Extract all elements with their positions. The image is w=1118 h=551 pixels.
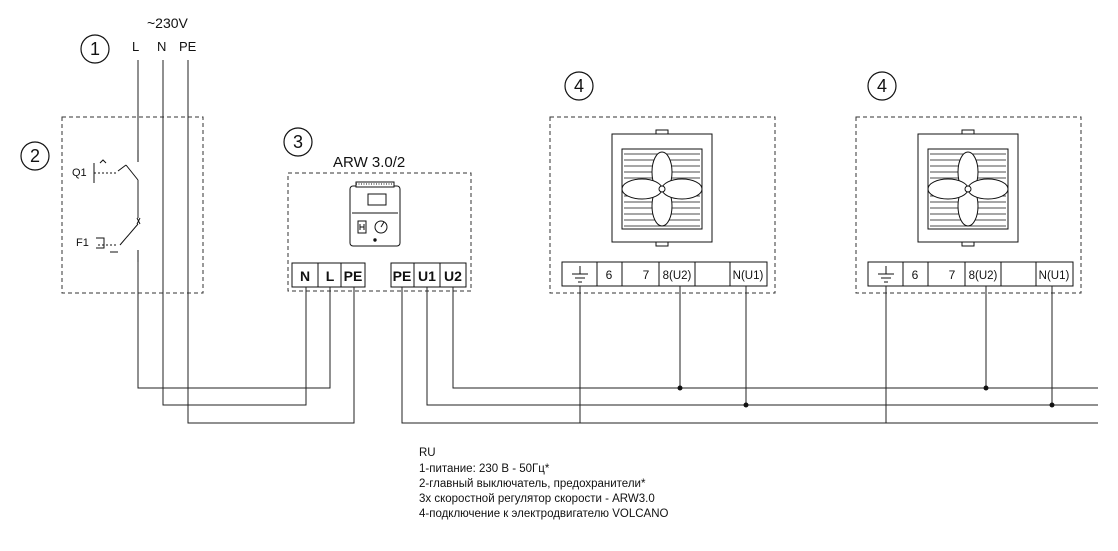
motor-unit-a: 4 6 7 8(U2) N(U1) <box>549 71 776 294</box>
ground-icon <box>572 266 588 283</box>
fuse-symbol <box>96 217 141 262</box>
motor-terminal-8-u2: 8(U2) <box>663 270 692 282</box>
motor-terminal-8-u2: 8(U2) <box>969 270 998 282</box>
fan-heater-icon <box>917 129 1019 247</box>
terminal-l: L <box>326 268 335 284</box>
wire-pe <box>187 60 355 424</box>
switch-q1-label: Q1 <box>72 167 87 179</box>
terminal-block <box>291 262 366 288</box>
ground-icon <box>878 266 894 283</box>
fan-heater-icon <box>611 129 713 247</box>
junction-dot <box>983 385 989 391</box>
supply-voltage-label: ~230V <box>147 15 189 31</box>
junction-dot <box>743 402 749 408</box>
motor-terminal-n-u1: N(U1) <box>1039 270 1070 282</box>
fuse-f1-label: F1 <box>76 237 89 249</box>
junction-dot <box>1049 402 1055 408</box>
legend-line-2: 2-главный выключатель, предохранители* <box>419 478 646 490</box>
switchgear-group: 2 Q1 F1 <box>20 116 204 294</box>
junction-dot <box>677 385 683 391</box>
controller-input-terminals: N L PE <box>291 262 366 288</box>
controller-model-label: ARW 3.0/2 <box>333 154 405 171</box>
callout-circle <box>564 71 594 101</box>
wire-out-pe <box>401 287 1098 424</box>
switchgear-enclosure <box>61 116 204 294</box>
controller-output-terminals: PE U1 U2 <box>390 262 467 288</box>
wire-out-u1 <box>426 287 1098 406</box>
callout-number: 2 <box>30 146 40 166</box>
terminal-u2: U2 <box>444 268 462 284</box>
legend: RU 1-питание: 230 В - 50Гц* 2-главный вы… <box>419 447 669 520</box>
motor-terminal-strip: 6 7 8(U2) N(U1) <box>561 261 768 287</box>
motor-terminal-7: 7 <box>949 268 956 282</box>
controller-group: 3 ARW 3.0/2 N L PE <box>283 127 472 292</box>
terminal-n: N <box>300 268 310 284</box>
callout-circle <box>80 34 110 64</box>
legend-line-4: 4-подключение к электродвигателю VOLCANO <box>419 508 669 520</box>
supply-group: ~230V L N PE <box>132 15 197 54</box>
legend-line-3: 3х скоростной регулятор скорости - ARW3.… <box>419 493 655 505</box>
legend-line-1: 1-питание: 230 В - 50Гц* <box>419 463 550 475</box>
callout-circle <box>283 127 313 157</box>
terminal-block <box>867 261 1074 287</box>
supply-conductor-pe: PE <box>179 39 197 54</box>
callout-2: 2 <box>20 141 50 171</box>
callout-number: 1 <box>90 39 100 59</box>
callout-4a: 4 <box>564 71 594 101</box>
callout-circle <box>867 71 897 101</box>
terminal-block <box>390 262 467 288</box>
terminal-pe: PE <box>344 268 363 284</box>
callout-number: 4 <box>574 76 584 96</box>
callout-4b: 4 <box>867 71 897 101</box>
wiring <box>137 60 1098 424</box>
speed-controller-device-icon <box>349 181 401 247</box>
motor-terminal-6: 6 <box>606 268 613 282</box>
motor-terminal-strip: 6 7 8(U2) N(U1) <box>867 261 1074 287</box>
callout-number: 3 <box>293 132 303 152</box>
callout-circle <box>20 141 50 171</box>
callout-1: 1 <box>80 34 110 64</box>
wire-out-u2 <box>452 287 1098 389</box>
motor-unit-b: 4 6 7 8(U2) N(U1) <box>855 71 1082 294</box>
junction-dots <box>677 385 1055 408</box>
motor-terminal-n-u1: N(U1) <box>733 270 764 282</box>
motor-enclosure <box>549 116 776 294</box>
main-switch-symbol <box>93 150 139 183</box>
wire-l <box>137 262 331 389</box>
terminal-block <box>561 261 768 287</box>
callout-3: 3 <box>283 127 313 157</box>
supply-conductor-n: N <box>157 39 166 54</box>
motor-terminal-7: 7 <box>643 268 650 282</box>
callout-number: 4 <box>877 76 887 96</box>
terminal-out-pe: PE <box>393 268 412 284</box>
supply-conductor-l: L <box>132 39 139 54</box>
terminal-u1: U1 <box>418 268 436 284</box>
motor-enclosure <box>855 116 1082 294</box>
wire-n <box>162 60 307 406</box>
legend-language: RU <box>419 447 436 459</box>
controller-enclosure <box>287 172 472 292</box>
motor-terminal-6: 6 <box>912 268 919 282</box>
